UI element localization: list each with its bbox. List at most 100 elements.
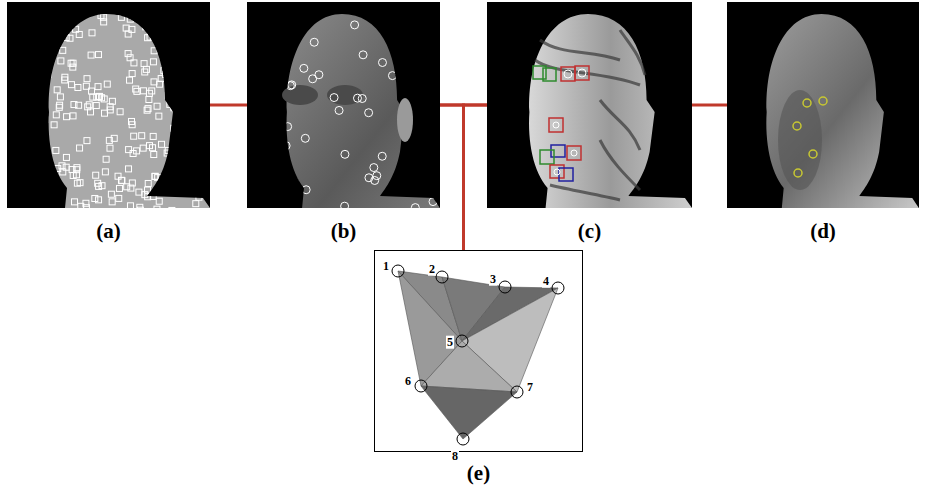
keypoint-square [77,145,83,151]
keypoint-square [84,76,90,82]
keypoint-square [40,185,46,191]
keypoint-square [19,177,25,183]
keypoint-square [68,60,74,66]
keypoint-square [63,154,69,160]
keypoint-square [143,66,149,72]
mesh-panel: (e) [374,250,583,452]
keypoint-square [131,13,137,19]
keypoint-square [126,147,132,153]
keypoint-square [68,22,74,28]
keypoint-square [71,199,77,205]
keypoint-square [170,62,176,68]
keypoint-square [159,141,165,147]
keypoint-square [57,94,63,100]
image-panel: (a) [7,2,210,208]
feature-circle [553,122,559,128]
keypoint-square [189,24,195,30]
keypoint-square [171,125,177,131]
feature-square [575,66,589,80]
panel-caption: (b) [247,220,440,243]
keypoint-square [74,167,80,173]
keypoint-square [50,16,56,22]
panel-b-image [247,2,440,212]
keypoint-square [157,81,163,87]
keypoint-square [170,72,176,78]
keypoint-square [63,164,69,170]
keypoint-square [71,102,77,108]
keypoint-square [174,43,180,49]
feature-circle [554,169,560,175]
keypoint-circle [359,51,367,59]
feature-square [543,68,556,81]
texture-stroke [540,40,620,60]
keypoint-square [206,138,212,144]
keypoint-square [78,9,84,15]
keypoint-square [171,145,177,151]
feature-circle [564,70,572,78]
keypoint-square [116,185,122,191]
keypoint-square [208,107,214,113]
keypoint-square [67,35,73,41]
keypoint-square [85,104,91,110]
keypoint-square [194,96,200,102]
keypoint-circle [396,173,404,181]
keypoint-circle [371,176,379,184]
keypoint-square [204,167,210,173]
face-scan [287,14,440,208]
keypoint-square [169,46,175,52]
callout-number: 2 [428,263,436,276]
mesh-vertices [392,265,564,445]
keypoint-square [125,31,131,37]
keypoint-square [174,70,180,76]
keypoint-square [174,120,180,126]
keypoint-square [44,25,50,31]
feature-square [551,145,565,157]
panel-d-image [727,2,919,208]
keypoint-square [151,30,157,36]
panel-c-image [487,2,692,208]
mesh-triangle [421,341,517,392]
keypoint-square [137,204,143,210]
keypoint-square [54,87,60,93]
keypoint-square [116,195,122,201]
keypoint-square [169,207,175,213]
feature-square [559,168,573,181]
keypoint-square [59,163,65,169]
keypoint-square [74,165,80,171]
keypoint-square [95,52,101,58]
vertex-circle [392,265,404,277]
image-panel: (c) [487,2,692,208]
keypoint-square [109,98,115,104]
keypoint-square [127,203,133,209]
keypoint-square [191,101,197,107]
keypoint-square [34,204,40,210]
keypoint-square [109,199,115,205]
keypoint-square [156,198,162,204]
keypoint-circle [378,59,386,67]
keypoint-square [16,73,22,79]
keypoint-square [140,145,146,151]
keypoint-square [170,171,176,177]
keypoint-circle [373,172,381,180]
keypoint-square [26,53,32,59]
keypoint-circle [388,72,396,80]
keypoint-square [128,185,134,191]
vertex-circle [552,282,564,294]
keypoint-square [92,195,98,201]
face-shade [778,90,822,190]
keypoint-square [194,71,200,77]
keypoint-square [155,19,161,25]
connector-line [692,104,727,107]
feature-squares [533,66,589,181]
panel-ground [487,2,692,208]
keypoint-square [101,96,107,102]
panel-caption: (c) [487,220,692,243]
keypoint-circle [351,21,359,29]
keypoint-square [89,30,95,36]
keypoint-square [143,24,149,30]
keypoint-square [193,201,199,207]
keypoint-square [47,9,53,15]
keypoint-square [22,89,28,95]
keypoint-square [33,34,39,40]
keypoint-square [28,35,34,41]
